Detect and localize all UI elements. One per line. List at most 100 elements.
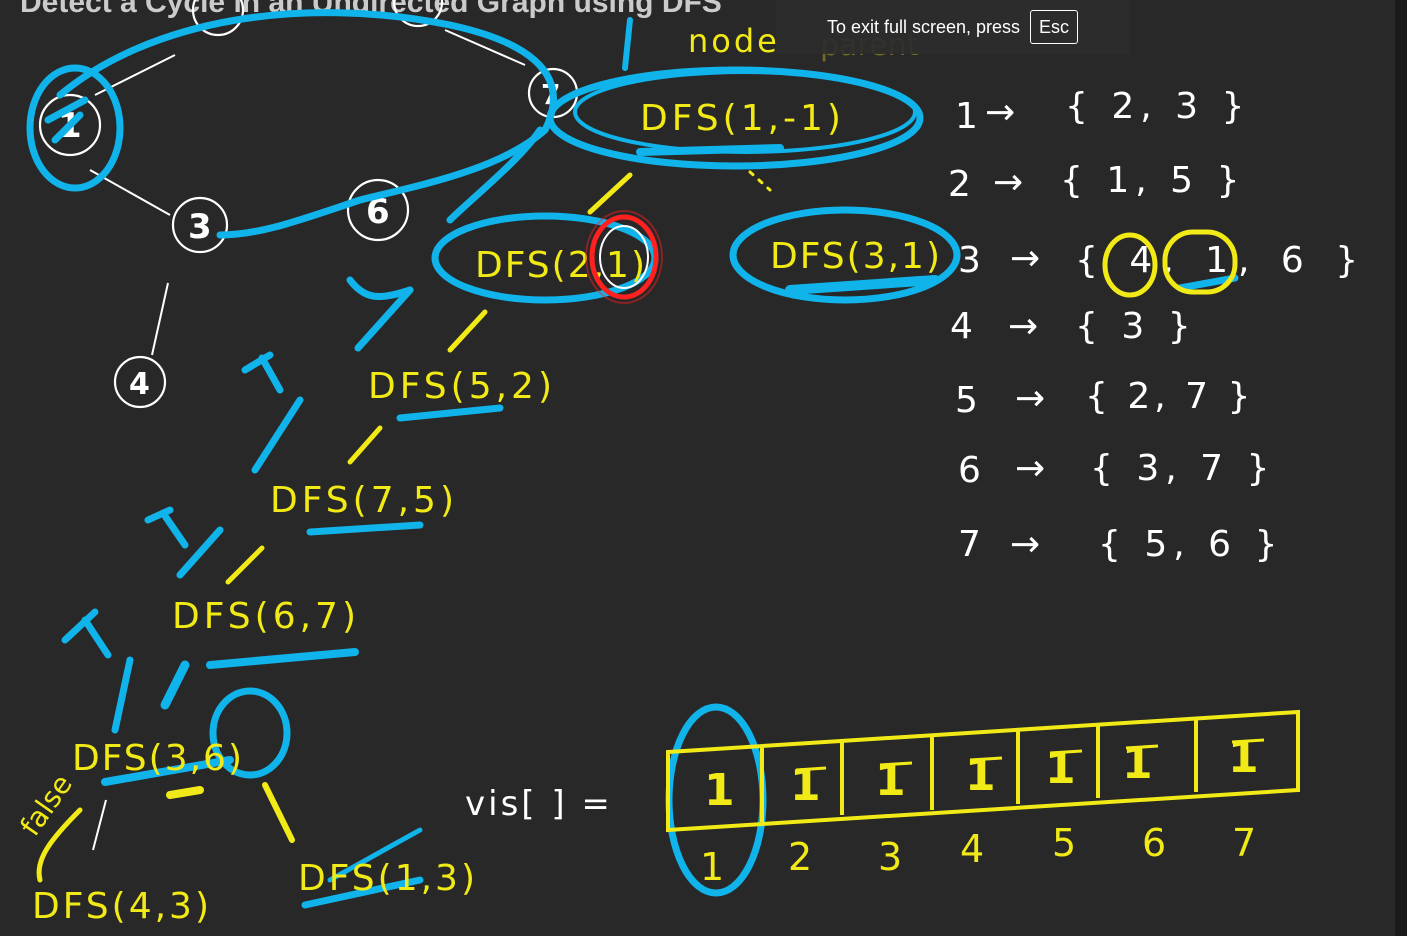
adjacency-row-2: 2 → { 1, 5 }	[948, 160, 1239, 205]
adj-node: 1	[955, 96, 978, 137]
adj-list: { 3, 7 }	[1090, 448, 1275, 489]
vis-strikes	[795, 738, 1265, 772]
return-t5	[160, 660, 190, 710]
t3-mark	[144, 506, 189, 549]
vis-index-7: 7	[1232, 821, 1256, 865]
node-annotation: node	[688, 22, 780, 60]
dfs-call-1: DFS(1,-1)	[640, 98, 845, 139]
adjacency-row-1: 1 → { 2, 3 }	[955, 86, 1250, 137]
return-t2	[251, 396, 304, 474]
vis-array-outline	[666, 709, 1300, 833]
adjacency-row-7: 7 → { 5, 6 }	[958, 524, 1277, 565]
link-1-2	[587, 172, 633, 215]
vis-label: vis[ ] =	[465, 784, 613, 824]
graph-node-6	[346, 178, 410, 242]
vis-indices: 1 2 3 4 5 6 7	[700, 821, 1256, 889]
video-title: Detect a Cycle in an Undirected Graph us…	[20, 0, 722, 19]
edge-5-7	[444, 29, 526, 66]
adjacency-row-3: 3 → { 4, 1, 6 }	[958, 238, 1368, 281]
dfs-3-6-underline	[101, 756, 234, 786]
return-t1	[354, 286, 414, 352]
dfs-5-underline	[396, 404, 504, 422]
link-2	[446, 126, 544, 224]
t2-mark	[241, 351, 284, 394]
link-2-5	[447, 309, 488, 353]
adj-list: { 3 }	[1075, 306, 1197, 347]
graph-node-4	[113, 355, 167, 409]
adj-list: { 4, 1, 6 }	[1075, 240, 1368, 281]
adj-arrow: →	[1010, 524, 1040, 565]
node-1-cross	[44, 96, 89, 144]
red-glow	[585, 210, 663, 304]
vis-index-1: 1	[700, 845, 724, 889]
vis-cell-1: 1	[704, 765, 735, 816]
dfs-call-3: DFS(3,1)	[770, 236, 942, 277]
dfs-call-5: DFS(5,2)	[368, 366, 556, 407]
arrow-up	[622, 17, 633, 71]
node-label-6: 6	[366, 192, 390, 232]
vis-index-5: 5	[1052, 821, 1076, 865]
dfs-call-6: DFS(6,7)	[172, 596, 360, 637]
dfs-6-underline	[206, 648, 359, 669]
node-label-3: 3	[188, 207, 212, 247]
dfs-call-3-6: DFS(3,6)	[72, 738, 244, 779]
graph-node-3	[171, 196, 229, 254]
adj-arrow: →	[1015, 448, 1045, 489]
graph-node-labels: 1 3 6 4 7	[58, 78, 560, 402]
dfs-call-2: DFS(2,1)	[475, 245, 647, 286]
vis-index-6: 6	[1142, 821, 1166, 865]
graph-edges	[89, 29, 526, 851]
red-circle-inner	[599, 225, 649, 289]
dfs-1-underline	[636, 144, 784, 156]
adj-node: 6	[958, 450, 981, 491]
vis-index-3: 3	[878, 835, 902, 879]
link-3-4	[166, 786, 204, 799]
fullscreen-exit-toast: To exit full screen, press Esc	[776, 0, 1129, 54]
red-circle-outer	[589, 214, 659, 300]
node-label-4: 4	[129, 367, 150, 402]
adj-node: 4	[950, 306, 973, 347]
dfs-call-4: DFS(4,3)	[32, 886, 212, 927]
return-t3	[176, 526, 224, 579]
vis-label-group: vis[ ] =	[465, 784, 613, 824]
vis-array-box	[666, 709, 1300, 833]
false-label: false	[14, 768, 79, 841]
adj-arrow: →	[985, 92, 1015, 133]
call-links	[36, 170, 772, 883]
t4-mark	[61, 608, 112, 659]
adj-list: { 2, 3 }	[1065, 86, 1250, 127]
false-arrow	[36, 807, 83, 883]
esc-key[interactable]: Esc	[1030, 10, 1079, 44]
adj-1-underline	[1176, 274, 1239, 292]
adj-arrow: →	[1010, 238, 1040, 279]
dfs-7-underline	[306, 521, 424, 536]
adj-arrow: →	[993, 162, 1023, 203]
adj-node: 5	[955, 380, 978, 421]
graph-node-5	[392, 0, 444, 28]
adj-circle-4	[1102, 232, 1158, 298]
dfs-1-3-strike-a	[301, 876, 424, 909]
node-1-circle	[26, 64, 124, 192]
adjacency-highlights	[1102, 229, 1238, 298]
fullscreen-message: To exit full screen, press	[826, 16, 1021, 37]
adj-list: { 2, 7 }	[1085, 376, 1254, 417]
dfs-1-circle	[546, 66, 924, 170]
screen-edge	[1395, 0, 1407, 936]
link-7-6	[225, 545, 265, 585]
link-5-7	[347, 425, 383, 465]
adj-box-1	[1162, 229, 1238, 295]
dfs-1-3-strike-b	[327, 827, 423, 883]
t1-mark	[346, 276, 414, 301]
vis-index-2: 2	[788, 835, 812, 879]
edge-3-4	[151, 282, 169, 356]
return-t4	[111, 656, 134, 734]
adjacency-row-6: 6 → { 3, 7 }	[958, 448, 1275, 491]
dfs-call-7: DFS(7,5)	[270, 480, 458, 521]
dfs-call-1-3: DFS(1,3)	[298, 858, 478, 899]
graph-node-2	[191, 0, 245, 37]
adj-node: 2	[948, 164, 971, 205]
cycle-path	[56, 9, 557, 239]
graph-nodes	[38, 0, 579, 409]
